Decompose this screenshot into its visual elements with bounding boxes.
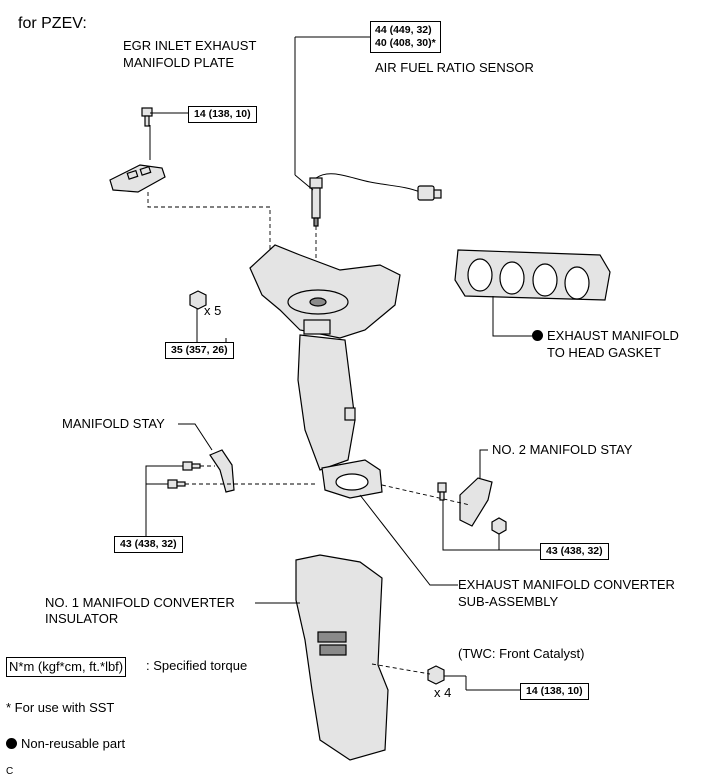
non-reusable-dot-icon [532,330,543,341]
gasket-label-line1: EXHAUST MANIFOLD [532,328,679,344]
insulator-bolt-drawing [427,665,445,685]
insulator-bolt-quantity: x 4 [434,685,452,700]
egr-plate-label-line1: EGR INLET EXHAUST [123,38,257,53]
insulator-label-line1: NO. 1 MANIFOLD CONVERTER [45,595,235,610]
egr-plate-label-line2: MANIFOLD PLATE [123,55,235,70]
twc-note: (TWC: Front Catalyst) [458,646,585,661]
variant-label: for PZEV: [18,15,87,32]
exhaust-manifold-gasket-drawing [454,249,611,301]
no2-stay-bolt-drawing [437,482,507,535]
footer-code: C [6,766,14,777]
nut-torque-box: 35 (357, 26) [165,342,234,359]
sst-legend: * For use with SST [6,700,115,715]
stay-left-torque-box: 43 (438, 32) [114,536,183,553]
no2-manifold-stay-label: NO. 2 MANIFOLD STAY [492,442,633,457]
sensor-torque-box: 44 (449, 32) 40 (408, 30)* [370,21,441,53]
sensor-torque-line2: 40 (408, 30)* [375,37,436,49]
insulator-bolt-torque-box: 14 (138, 10) [520,683,589,700]
egr-plate-drawing [109,164,166,193]
air-fuel-ratio-sensor-label: AIR FUEL RATIO SENSOR [375,60,534,75]
manifold-stay-label: MANIFOLD STAY [62,416,165,431]
exhaust-manifold-drawing [249,244,401,499]
air-fuel-ratio-sensor-drawing [309,173,442,227]
torque-unit-legend-box: N*m (kgf*cm, ft.*lbf) [6,657,127,677]
sensor-torque-line1: 44 (449, 32) [375,24,432,36]
torque-legend-desc: : Specified torque [146,658,248,673]
non-reusable-legend-text: Non-reusable part [21,736,126,751]
egr-bolt-drawing [141,107,153,127]
converter-label-line2: SUB-ASSEMBLY [458,594,559,609]
nut-quantity: x 5 [204,303,222,318]
stay-right-torque-box: 43 (438, 32) [540,543,609,560]
gasket-label-line2: TO HEAD GASKET [547,345,661,360]
manifold-stay-drawing [209,449,235,493]
manifold-nut-drawing [189,290,207,310]
non-reusable-legend-dot-icon [6,738,17,749]
converter-label-line1: EXHAUST MANIFOLD CONVERTER [458,577,675,592]
converter-insulator-drawing [295,554,389,761]
egr-bolt-torque-box: 14 (138, 10) [188,106,257,123]
insulator-label-line2: INSULATOR [45,611,119,626]
non-reusable-legend: Non-reusable part [6,736,125,752]
gasket-label-text: EXHAUST MANIFOLD [547,328,679,343]
no2-manifold-stay-drawing [459,477,493,527]
